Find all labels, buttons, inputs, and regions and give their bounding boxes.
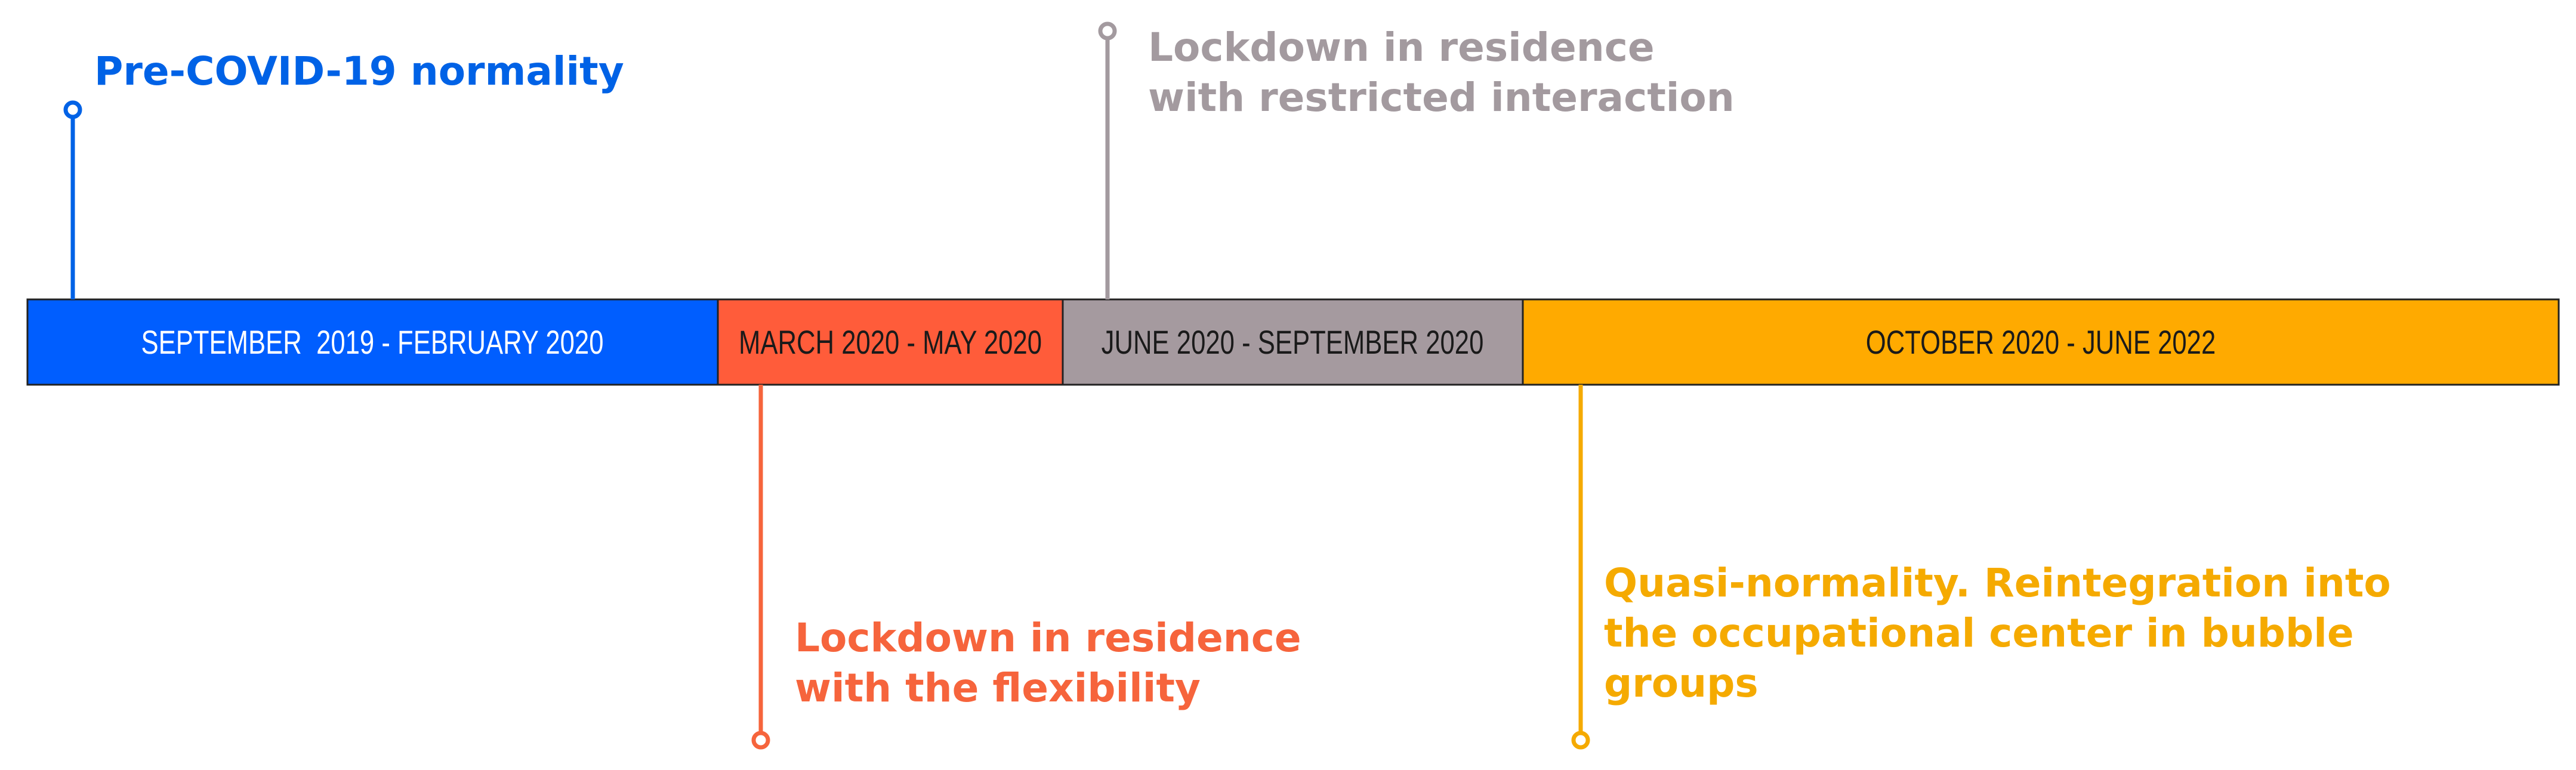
- timeline-segment-pre-covid: [26, 298, 719, 386]
- phase-label-line: Lockdown in residence: [1148, 24, 1655, 70]
- timeline-segment-flexible-lockdown: [717, 298, 1064, 386]
- phase-label-line: with the flexibility: [795, 665, 1201, 711]
- phase-label-flexible-lockdown: Lockdown in residence with the flexibili…: [795, 613, 1301, 713]
- phase-label-restricted-lockdown: Lockdown in residence with restricted in…: [1148, 23, 1735, 123]
- phase-label-line: the occupational center in bubble: [1604, 610, 2354, 656]
- timeline-segment-label: OCTOBER 2020 - JUNE 2022: [1866, 324, 2216, 361]
- connector-pin-pre-covid: [63, 100, 82, 299]
- phase-label-line: Quasi-normality. Reintegration into: [1604, 560, 2391, 606]
- timeline-segment-label: MARCH 2020 - MAY 2020: [739, 324, 1042, 361]
- phase-label-line: groups: [1604, 660, 1759, 706]
- phase-label-line: with restricted interaction: [1148, 75, 1735, 120]
- phase-label-line: Lockdown in residence: [795, 615, 1301, 661]
- timeline-segment-label: JUNE 2020 - SEPTEMBER 2020: [1102, 324, 1484, 361]
- timeline-segment-restricted-lockdown: [1062, 298, 1524, 386]
- phase-label-line: Pre-COVID-19 normality: [94, 48, 624, 94]
- timeline-segment-label: SEPTEMBER 2019 - FEBRUARY 2020: [141, 324, 603, 361]
- connector-pin-restricted-lockdown: [1098, 21, 1117, 299]
- connector-pin-flexible-lockdown: [751, 385, 770, 750]
- phase-label-quasi-normality: Quasi-normality. Reintegration into the …: [1604, 558, 2391, 709]
- phase-label-pre-covid: Pre-COVID-19 normality: [94, 47, 624, 97]
- connector-pin-quasi-normality: [1571, 385, 1590, 750]
- timeline-segment-quasi-normality: [1522, 298, 2560, 386]
